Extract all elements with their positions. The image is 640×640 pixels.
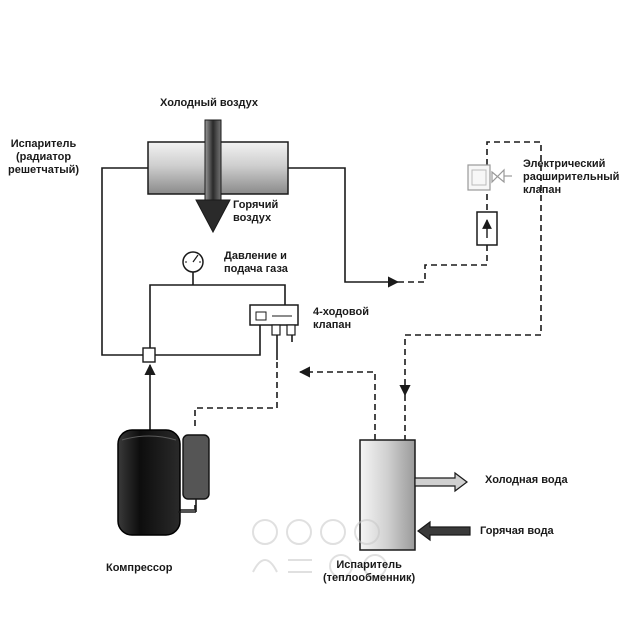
gauge-icon [192,254,199,263]
flow-direction-box [476,211,498,246]
avto-logo-watermark [252,519,387,578]
label-evaporator-hx-line1: Испаритель [336,559,402,571]
label-pressure-line1: Давление и [224,250,287,262]
line-tee-to-fourway [155,325,261,356]
label-hot-air-line2: воздух [233,212,272,224]
dashed-fourway-to-accum [194,362,278,430]
label-compressor-text: Компрессор [106,562,173,574]
dashed-right-loop [399,141,542,397]
label-hot-air-line1: Горячий [233,199,279,211]
dashed-to-expansion [398,245,488,283]
label-four-way-valve-line2: клапан [313,319,352,331]
dashed-hx-to-fourway [298,366,376,440]
label-hot-air: Горячий воздух [233,199,278,225]
compressor [117,429,181,536]
label-hot-water: Горячая вода [480,525,554,538]
pressure-gauge [182,251,204,273]
label-evaporator-radiator-line1: Испаритель [10,138,77,150]
evaporator-heat-exchanger [359,439,416,551]
line-evaporator-to-tee [101,167,148,356]
label-evaporator-radiator-line3: решетчатый) [8,164,80,176]
label-evaporator-hx-line2: (теплообменник) [323,572,416,584]
label-pressure-line2: подача газа [224,263,288,275]
label-electric-valve-line1: Электрический [523,158,606,170]
label-hot-water-text: Горячая вода [480,525,554,537]
line-comp-accum [178,505,196,511]
label-cold-water: Холодная вода [485,474,568,487]
label-cold-air-text: Холодный воздух [160,97,259,109]
line-radiator-to-valve [288,167,400,288]
hot-water-arrow [417,520,471,542]
label-four-way-valve: 4-ходовой клапан [313,306,369,332]
label-four-way-valve-line1: 4-ходовой [313,306,369,318]
label-cold-water-text: Холодная вода [485,474,568,486]
air-flow-arrow [195,119,231,234]
label-evaporator-radiator: Испаритель (радиатор решетчатый) [8,138,79,177]
label-cold-air: Холодный воздух [160,97,258,110]
line-pressure-loop [149,284,286,352]
label-electric-valve-line3: клапан [523,184,562,196]
electric-expansion-valve [467,164,512,191]
dashed-lines [194,141,542,440]
label-evaporator-radiator-line2: (радиатор [16,151,72,163]
label-pressure: Давление и подача газа [224,250,288,276]
cold-water-arrow [414,471,468,493]
four-way-valve [249,304,299,336]
label-electric-valve-line2: расширительный [523,171,620,183]
label-electric-valve: Электрический расширительный клапан [523,158,619,197]
tee-fitting [142,347,156,363]
label-evaporator-hx: Испаритель (теплообменник) [323,559,415,585]
accumulator [182,434,210,500]
label-compressor: Компрессор [106,562,172,575]
